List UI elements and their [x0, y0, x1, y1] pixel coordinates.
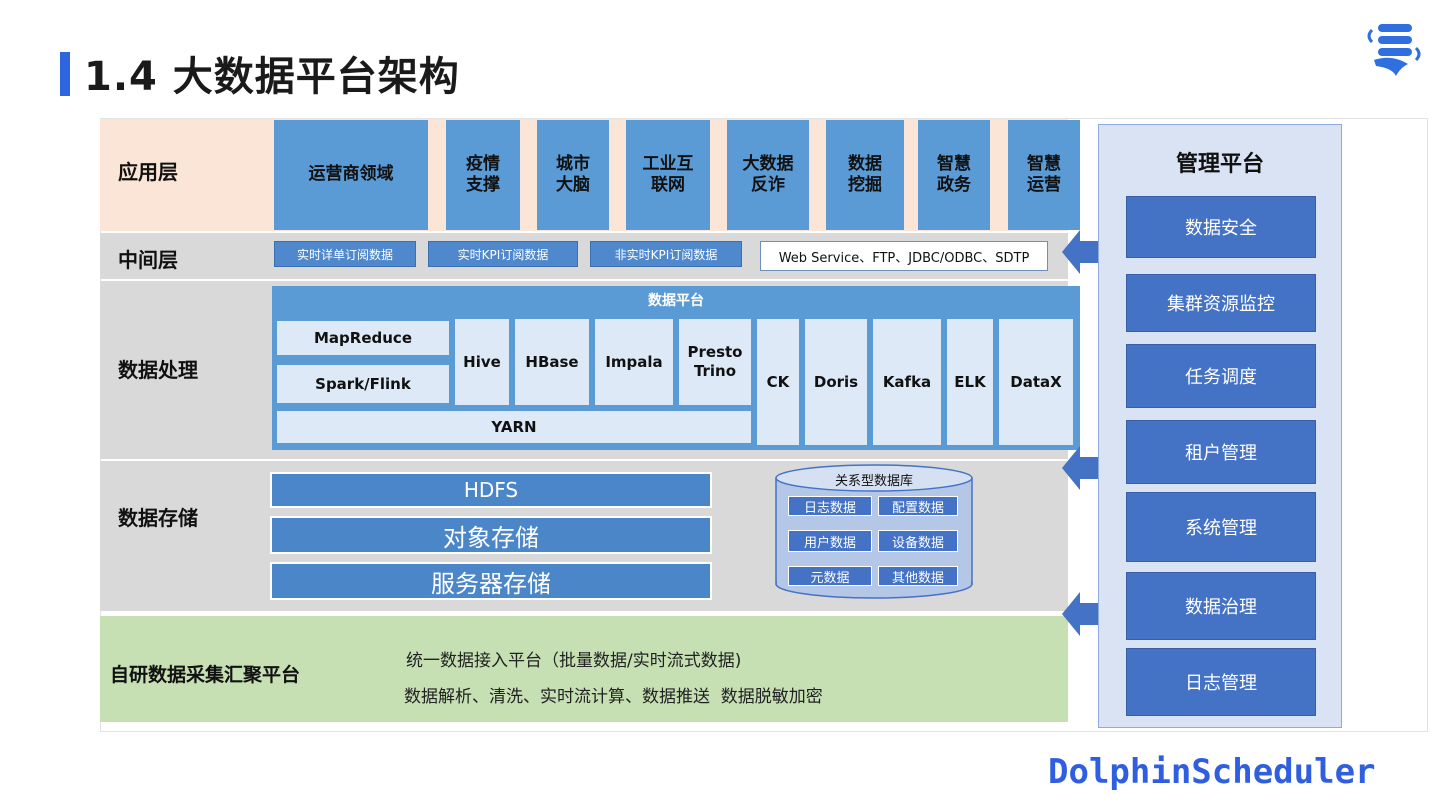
middle-protocols: Web Service、FTP、JDBC/ODBC、SDTP: [760, 241, 1048, 271]
mgmt-item-cluster-monitor: 集群资源监控: [1126, 274, 1316, 332]
collect-layer: [100, 616, 1068, 722]
kafka-box: Kafka: [872, 318, 942, 446]
doris-box: Doris: [804, 318, 868, 446]
middle-item-realtime-detail: 实时详单订阅数据: [274, 241, 416, 267]
db-item-config: 配置数据: [878, 496, 958, 516]
hdfs-bar: HDFS: [270, 472, 712, 508]
ck-box: CK: [756, 318, 800, 446]
arrow-left-icon: [1062, 446, 1098, 490]
mgmt-item-log: 日志管理: [1126, 648, 1316, 716]
object-storage-bar: 对象存储: [270, 516, 712, 554]
hive-box: Hive: [454, 318, 510, 406]
app-item-city-brain: 城市大脑: [537, 120, 609, 230]
elk-box: ELK: [946, 318, 994, 446]
processing-layer-label: 数据处理: [118, 358, 198, 382]
app-item-gov-affairs: 智慧政务: [918, 120, 990, 230]
middle-layer-label: 中间层: [118, 248, 178, 272]
collect-line-1: 统一数据接入平台（批量数据/实时流式数据): [406, 651, 742, 671]
app-item-anti-fraud: 大数据反诈: [727, 120, 809, 230]
datax-box: DataX: [998, 318, 1074, 446]
spark-flink-box: Spark/Flink: [276, 364, 450, 404]
arrow-left-icon: [1062, 230, 1098, 274]
app-item-data-mining: 数据挖掘: [826, 120, 904, 230]
app-item-industrial-internet: 工业互联网: [626, 120, 710, 230]
mapreduce-box: MapReduce: [276, 320, 450, 356]
app-item-epidemic: 疫情支撑: [446, 120, 520, 230]
app-layer-label: 应用层: [118, 160, 178, 184]
mgmt-item-governance: 数据治理: [1126, 572, 1316, 640]
middle-item-offline-kpi: 非实时KPI订阅数据: [590, 241, 742, 267]
db-item-device: 设备数据: [878, 530, 958, 552]
data-platform-title: 数据平台: [648, 293, 704, 309]
storage-layer-label: 数据存储: [118, 506, 198, 530]
db-item-log: 日志数据: [788, 496, 872, 516]
relational-db-title: 关系型数据库: [834, 474, 913, 489]
arrow-left-icon: [1062, 592, 1098, 636]
management-title: 管理平台: [1175, 152, 1264, 177]
dolphin-logo-icon: [1367, 24, 1421, 76]
brand-wordmark: DolphinScheduler: [1048, 752, 1376, 792]
hbase-box: HBase: [514, 318, 590, 406]
impala-box: Impala: [594, 318, 674, 406]
db-item-meta: 元数据: [788, 566, 872, 586]
collect-layer-label: 自研数据采集汇聚平台: [110, 664, 301, 686]
middle-item-realtime-kpi: 实时KPI订阅数据: [428, 241, 578, 267]
mgmt-item-tenant: 租户管理: [1126, 420, 1316, 484]
app-item-carrier: 运营商领域: [274, 120, 428, 230]
app-item-operations: 智慧运营: [1008, 120, 1080, 230]
mgmt-item-task-scheduling: 任务调度: [1126, 344, 1316, 408]
title-accent-bar: [60, 52, 70, 96]
db-item-other: 其他数据: [878, 566, 958, 586]
page-title: 1.4 大数据平台架构: [84, 54, 460, 100]
yarn-box: YARN: [276, 410, 752, 444]
db-item-user: 用户数据: [788, 530, 872, 552]
server-storage-bar: 服务器存储: [270, 562, 712, 600]
mgmt-item-data-security: 数据安全: [1126, 196, 1316, 258]
collect-line-2: 数据解析、清洗、实时流计算、数据推送 数据脱敏加密: [404, 687, 823, 707]
mgmt-item-system: 系统管理: [1126, 492, 1316, 562]
